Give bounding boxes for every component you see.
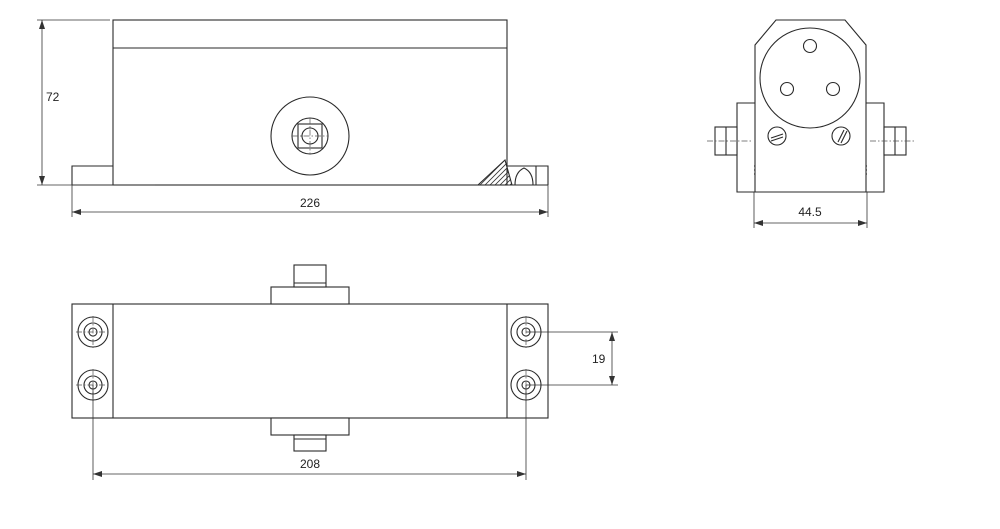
end-view-housing [754,19,867,193]
side-view-hatch-outline [476,158,513,186]
end-view-screws [767,126,851,146]
dimension-width-label: 44.5 [798,205,822,219]
dimension-height-label: 72 [46,90,60,104]
dimension-hole-spacing: 19 [526,331,618,386]
spindle-boss [270,96,350,176]
dimension-hole-spacing-label: 19 [592,352,606,366]
dimension-height: 72 [37,19,155,186]
top-view: 19 208 [71,264,618,480]
top-view-body [71,264,549,452]
dimension-length-label: 226 [300,196,320,210]
dimension-hole-pitch: 208 [92,385,527,480]
end-view: 44.5 [707,19,914,228]
dimension-length: 226 [71,185,549,217]
dimension-hole-pitch-label: 208 [300,457,320,471]
dimension-width: 44.5 [753,192,868,228]
side-view: 72 226 [37,19,549,217]
